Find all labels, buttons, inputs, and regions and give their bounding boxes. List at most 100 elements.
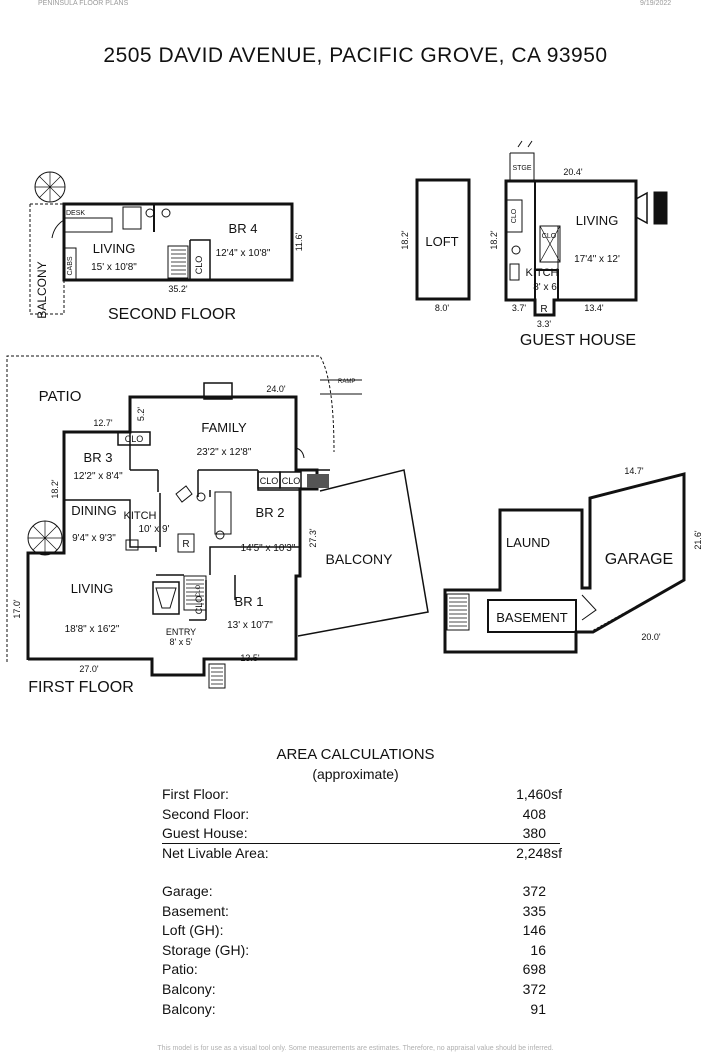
- area-label: Balcony:: [162, 1000, 216, 1017]
- area-row: Balcony: 91: [162, 1001, 562, 1021]
- garage-right-dim: 21.6': [693, 530, 703, 550]
- area-row: Patio: 698: [162, 961, 562, 981]
- guest-house-dim-c: 3.3': [537, 319, 552, 329]
- area-value: 1,460sf: [516, 786, 562, 802]
- second-floor-balcony-label: BALCONY: [35, 261, 49, 318]
- guest-kitch-name: KITCH: [526, 267, 559, 279]
- desk-label: DESK: [66, 210, 85, 217]
- area-label: Second Floor:: [162, 805, 250, 822]
- area-label: Loft (GH):: [162, 922, 224, 939]
- second-floor-clo-label: CLO: [194, 256, 204, 275]
- first-living-name: LIVING: [71, 581, 114, 596]
- loft-outline: [415, 178, 471, 301]
- br1-dim: 13' x 10'7": [227, 620, 273, 631]
- area-row: First Floor: 1,460sf: [162, 786, 562, 806]
- dining-name: DINING: [71, 503, 117, 518]
- br1-name: BR 1: [235, 594, 264, 609]
- area-label: Basement:: [162, 902, 229, 919]
- disclaimer: This model is for use as a visual tool o…: [157, 1045, 554, 1052]
- br4-dim: 12'4" x 10'8": [216, 248, 271, 259]
- guest-house-plan: [504, 140, 668, 317]
- first-r-label: R: [182, 539, 189, 550]
- br3-width-dim: 12.7': [93, 418, 113, 428]
- guest-clo-label-a: CLO: [511, 208, 518, 223]
- area-calculations-subtitle: (approximate): [312, 766, 399, 782]
- br2-dim: 14'5" x 10'3": [241, 543, 296, 554]
- br3-dim: 12'2" x 8'4": [73, 471, 123, 482]
- second-floor-label: SECOND FLOOR: [108, 306, 236, 323]
- first-floor-clo-e: CLO: [194, 596, 204, 615]
- patio-label: PATIO: [39, 388, 82, 405]
- stge-label: STGE: [512, 165, 531, 172]
- br4-name: BR 4: [229, 221, 258, 236]
- property-address: 2505 DAVID AVENUE, PACIFIC GROVE, CA 939…: [103, 44, 608, 67]
- garage-basement-plan: [443, 472, 686, 654]
- guest-r-label: R: [540, 304, 547, 315]
- notch-dim: 5.2': [136, 407, 146, 422]
- first-kitch-dim: 10' x 9': [138, 524, 169, 535]
- area-row: Storage (GH):16: [162, 942, 562, 962]
- first-floor-left-upper-dim: 18.2': [50, 479, 60, 499]
- balcony-side-dim: 27.3': [308, 528, 318, 548]
- area-label: First Floor:: [162, 786, 229, 802]
- area-value: 91: [530, 1000, 546, 1017]
- guest-house-dim-b: 13.4': [584, 303, 604, 313]
- first-floor-label: FIRST FLOOR: [28, 679, 134, 696]
- area-row: Guest House: 380: [162, 825, 562, 845]
- family-dim: 23'2" x 12'8": [197, 447, 252, 458]
- first-floor-clo-a: CLO: [125, 434, 144, 444]
- garage-top-dim: 14.7': [624, 466, 644, 476]
- guest-house-width-dim: 20.4': [563, 167, 583, 177]
- second-floor-height-dim: 11.6': [294, 232, 304, 251]
- guest-living-name: LIVING: [576, 213, 619, 228]
- net-area-value: 2,248sf: [516, 845, 562, 861]
- laund-label: LAUND: [506, 535, 550, 550]
- area-value: 146: [522, 922, 546, 939]
- plan-date: 9/19/2022: [640, 0, 672, 7]
- family-name: FAMILY: [201, 420, 247, 435]
- guest-living-dim: 17'4" x 12': [574, 254, 620, 265]
- garage-bottom-dim: 20.0': [641, 632, 661, 642]
- area-value: 698: [522, 961, 546, 978]
- entry-name: ENTRY: [166, 627, 196, 637]
- total-rule: [162, 843, 560, 844]
- dining-dim: 9'4" x 9'3": [72, 533, 116, 544]
- area-value: 335: [522, 902, 546, 919]
- loft-label: LOFT: [425, 234, 458, 249]
- br2-name: BR 2: [256, 505, 285, 520]
- loft-height-dim: 18.2': [400, 230, 410, 250]
- area-label: Patio:: [162, 961, 198, 978]
- first-floor-plan: [6, 355, 429, 689]
- first-floor-clo-b: CLO: [260, 476, 279, 486]
- area-row: Balcony: 372: [162, 981, 562, 1001]
- guest-clo-label-b: CLO: [542, 233, 557, 240]
- first-floor-balcony-label: BALCONY: [326, 551, 394, 567]
- area-value: 372: [522, 883, 546, 899]
- area-value: 372: [522, 980, 546, 997]
- second-floor-living-name: LIVING: [93, 241, 136, 256]
- guest-kitch-dim: 8' x 6': [533, 282, 559, 293]
- area-value: 16: [530, 941, 546, 958]
- area-value: 380: [522, 825, 546, 842]
- entry-dim: 8' x 5': [170, 637, 193, 647]
- basement-label: BASEMENT: [496, 610, 568, 625]
- company-name: PENINSULA FLOOR PLANS: [38, 0, 129, 7]
- first-kitch-name: KITCH: [124, 510, 157, 522]
- guest-house-height-dim: 18.2': [489, 230, 499, 250]
- first-floor-bottom-left-dim: 27.0': [79, 664, 99, 674]
- first-floor-left-lower-dim: 17.0': [12, 599, 22, 619]
- floor-plan-drawing: BALCONY DESK CABS LIVING 15' x 10'8" BR …: [6, 140, 703, 696]
- net-area-label: Net Livable Area:: [162, 845, 269, 861]
- loft-width-dim: 8.0': [435, 303, 450, 313]
- area-label: Balcony:: [162, 980, 216, 997]
- second-floor-living-dim: 15' x 10'8": [91, 262, 137, 273]
- first-floor-clo-d: CLO: [196, 585, 202, 598]
- first-living-dim: 18'8" x 16'2": [65, 624, 120, 635]
- first-floor-clo-c: CLO: [282, 476, 301, 486]
- second-floor-length-dim: 35.2': [168, 284, 188, 294]
- area-label: Guest House:: [162, 825, 248, 842]
- net-area-table: Net Livable Area: 2,248sf: [162, 845, 562, 865]
- guest-house-dim-a: 3.7': [512, 303, 527, 313]
- area-value: 408: [522, 805, 546, 822]
- guest-house-label: GUEST HOUSE: [520, 332, 636, 349]
